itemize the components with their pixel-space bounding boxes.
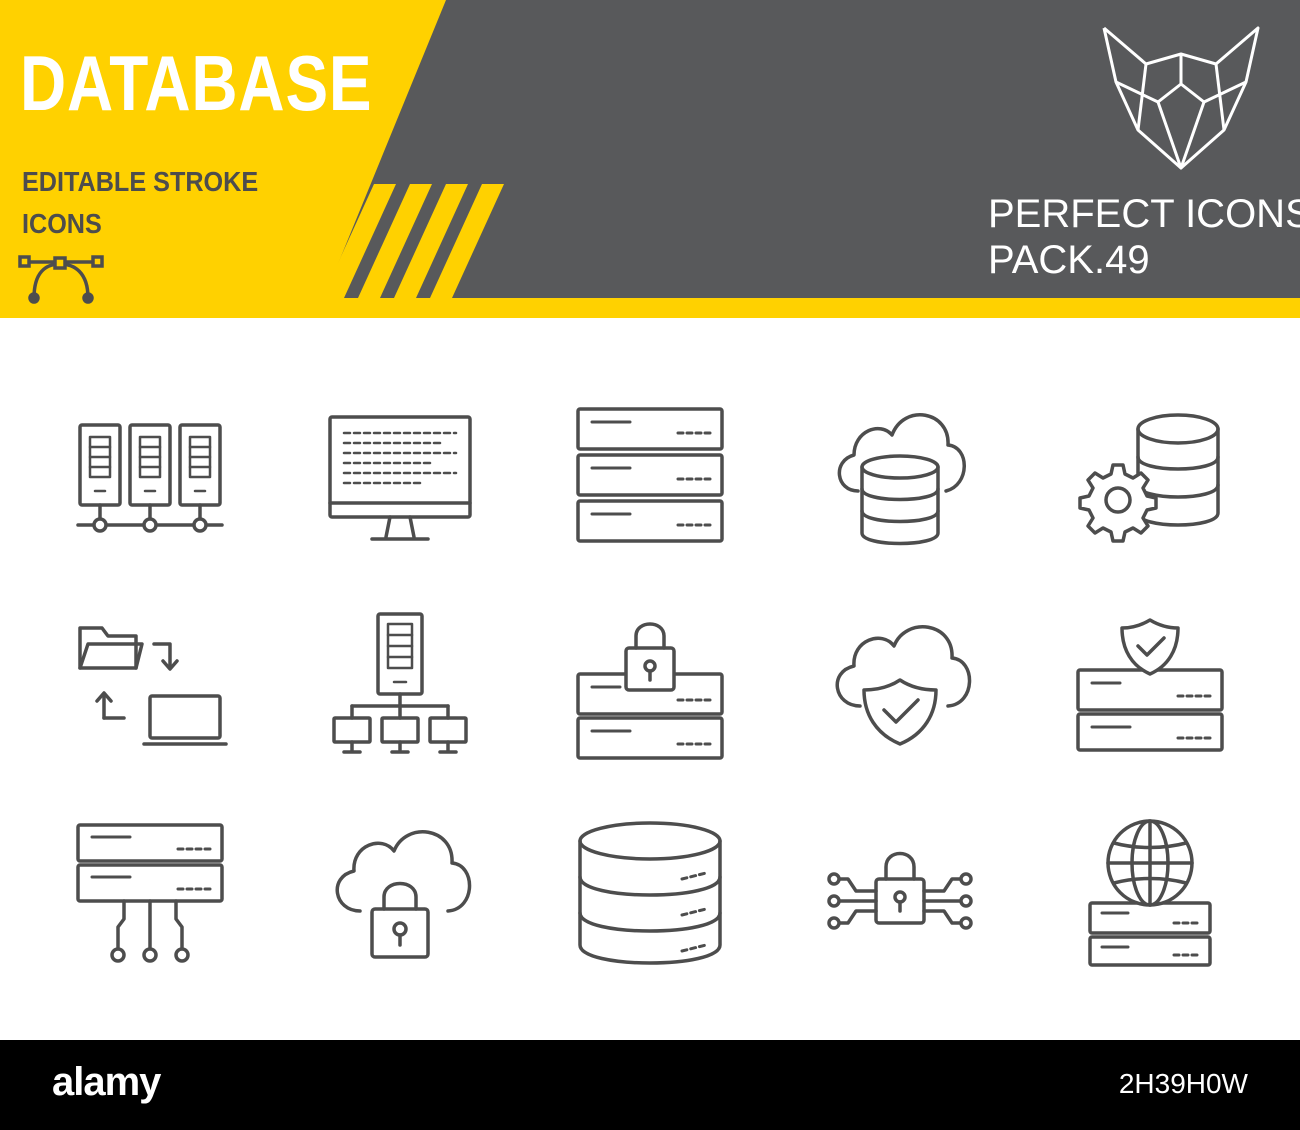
- database-settings-icon: [1078, 413, 1220, 543]
- server-circuit-icon: [76, 823, 224, 963]
- pack-title-line2: PACK.49: [988, 238, 1150, 282]
- footer-brand-logo: alamy: [52, 1060, 161, 1104]
- banner-gray-panel: [324, 0, 1300, 298]
- server-shield-icon: [1076, 618, 1224, 752]
- server-hierarchy-icon: [332, 612, 468, 754]
- cloud-shield-icon: [835, 625, 972, 746]
- database-icon: [578, 821, 722, 965]
- file-transfer-icon: [78, 626, 228, 746]
- banner-subtitle-line1: EDITABLE STROKE: [22, 166, 259, 197]
- hazard-stripes: [322, 184, 504, 298]
- header-banner: [0, 0, 1300, 318]
- server-stack-icon: [576, 407, 724, 543]
- pack-title-line1: PERFECT ICONS: [988, 192, 1300, 236]
- monitor-code-icon: [328, 415, 472, 541]
- cloud-database-icon: [837, 413, 966, 546]
- cloud-lock-icon: [335, 830, 472, 959]
- lock-circuit-icon: [827, 851, 973, 930]
- bezier-pen-icon: [18, 255, 104, 304]
- server-lock-icon: [576, 622, 724, 760]
- fox-logo-icon: [1102, 26, 1260, 170]
- server-rack-network-icon: [76, 423, 224, 533]
- footer-image-code: 2H39H0W: [1118, 1068, 1248, 1099]
- footer-bar: alamy 2H39H0W: [0, 1040, 1300, 1130]
- banner-title: DATABASE: [20, 39, 373, 127]
- banner-subtitle-line2: ICONS: [22, 208, 102, 239]
- server-globe-icon: [1088, 819, 1212, 967]
